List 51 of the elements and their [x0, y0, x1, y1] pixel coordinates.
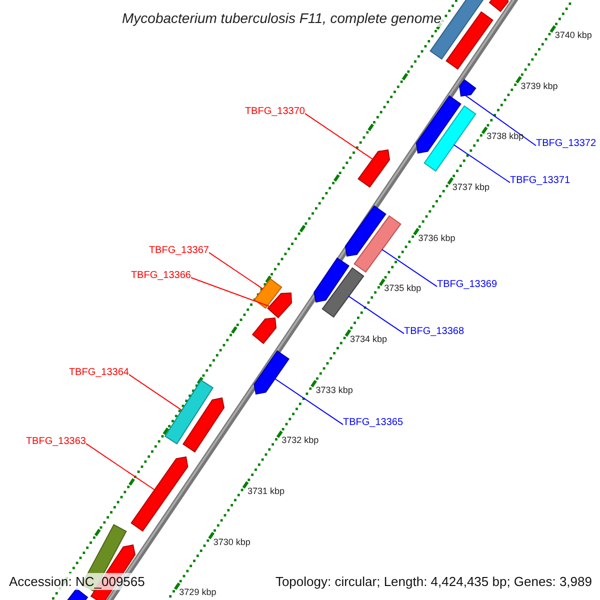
leader-line — [348, 296, 404, 334]
gene-bar — [322, 267, 364, 318]
scale-label: 3730 kbp — [213, 536, 250, 548]
scale-label: 3734 kbp — [350, 334, 387, 345]
gene-label: TBFG_13363 — [26, 434, 86, 448]
scale-label: 3732 kbp — [282, 435, 319, 446]
scale-label: 3740 kbp — [554, 30, 592, 42]
scale-label: 3736 kbp — [418, 232, 456, 244]
accession-text: Accession: NC_009565 — [7, 573, 147, 590]
scale-label: 3739 kbp — [520, 80, 558, 92]
gene-label: TBFG_13365 — [343, 416, 404, 428]
gene-feature — [267, 292, 292, 318]
gene-feature — [254, 350, 290, 395]
gene-feature — [488, 0, 509, 12]
gene-bar — [66, 588, 88, 600]
leader-line — [464, 94, 536, 146]
gene-label: TBFG_13370 — [244, 104, 305, 118]
leader-line — [381, 248, 438, 288]
scale-label: 3735 kbp — [384, 283, 422, 294]
gene-feature — [344, 205, 386, 257]
gene-label: TBFG_13368 — [404, 324, 464, 338]
scale-label: 3731 kbp — [247, 486, 285, 497]
gene-label: TBFG_13371 — [510, 174, 570, 186]
gene-feature — [252, 317, 277, 344]
gene-bar — [254, 278, 282, 309]
scale-label: 3737 kbp — [452, 182, 490, 193]
leader-line — [208, 252, 264, 290]
scale-label: 3738 kbp — [486, 131, 524, 142]
gene-label: TBFG_13364 — [68, 366, 129, 378]
scale-label: 3733 kbp — [316, 384, 353, 396]
gene-bar — [354, 215, 402, 273]
leader-line — [454, 144, 510, 184]
leader-line — [86, 443, 156, 490]
gene-label: TBFG_13366 — [130, 268, 191, 282]
leader-line — [274, 378, 344, 426]
gene-label: TBFG_13367 — [148, 244, 209, 256]
leader-line — [304, 113, 374, 160]
gene-bar — [424, 105, 476, 172]
scale-label: 3729 kbp — [179, 587, 216, 598]
gene-feature — [130, 456, 188, 532]
gene-feature — [459, 79, 476, 97]
gene-feature — [358, 149, 390, 188]
gene-feature — [182, 397, 225, 453]
gene-bar — [446, 11, 494, 70]
gene-feature — [416, 95, 462, 154]
gene-feature — [314, 257, 350, 303]
leader-line — [190, 277, 270, 307]
gene-label: TBFG_13369 — [437, 278, 498, 290]
gene-bar — [164, 380, 214, 444]
gene-label: TBFG_13372 — [536, 136, 596, 150]
leader-line — [128, 374, 183, 411]
